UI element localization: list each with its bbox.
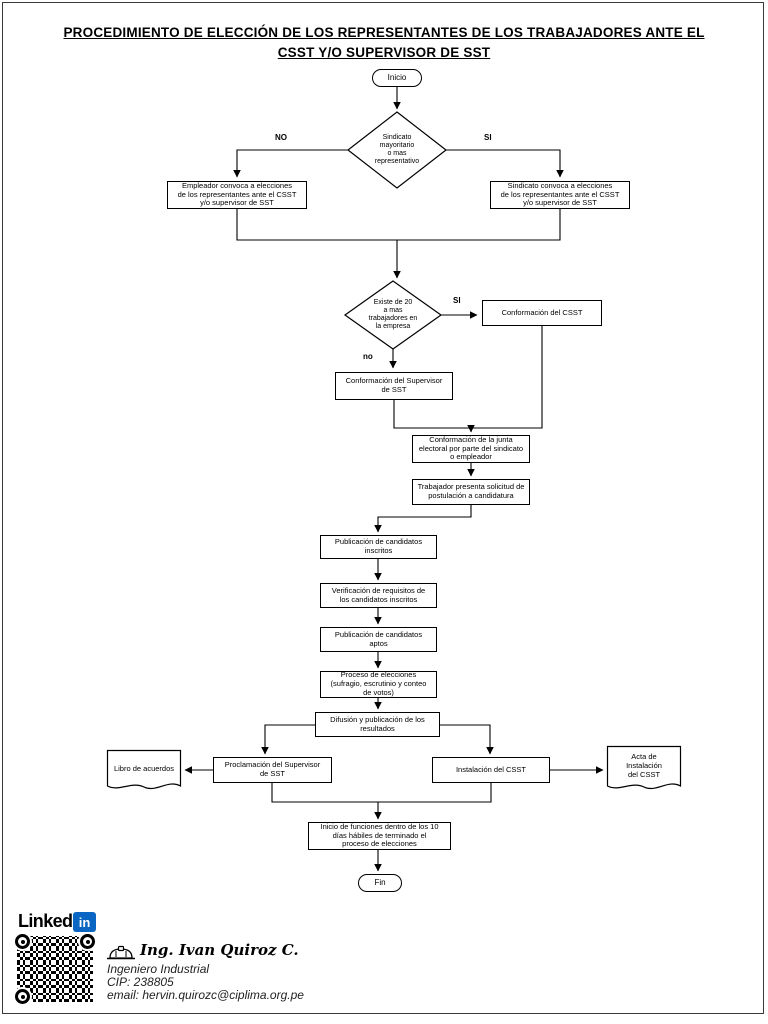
doc-acta-shape [606,745,682,789]
email-text: email: hervin.quirozc@ciplima.org.pe [107,988,304,1002]
linkedin-wordmark: Linked [18,911,73,931]
box-verificacion-requisitos: Verificación de requisitos de los candid… [320,583,437,608]
box-proceso-elecciones: Proceso de elecciones (sufragio, escruti… [320,671,437,698]
hard-hat-icon [107,945,135,960]
end-terminator: Fin [358,874,402,892]
branch-si2-label: SI [453,296,461,305]
linkedin-in-icon: in [73,912,96,932]
branch-no-label: NO [275,133,287,142]
box-publicacion-aptos: Publicación de candidatos aptos [320,627,437,652]
box-conformacion-csst: Conformación del CSST [482,300,602,326]
decision-trabajadores-diamond [343,280,443,350]
decision-sindicato-diamond [347,111,447,189]
branch-no2-label: no [363,352,373,361]
box-publicacion-inscritos: Publicación de candidatos inscritos [320,535,437,559]
box-instalacion-csst: Instalación del CSST [432,757,550,783]
doc-libro-shape [106,749,182,789]
qr-modules [17,936,93,1002]
qr-code [15,934,95,1004]
box-difusion-resultados: Difusión y publicación de los resultados [315,712,440,737]
qr-eye-top-left [15,934,30,949]
profession-text: Ingeniero Industrial [107,962,210,976]
box-inicio-funciones: Inicio de funciones dentro de los 10 día… [308,822,451,850]
box-proclamacion-supervisor: Proclamación del Supervisor de SST [213,757,332,783]
qr-eye-top-right [80,934,95,949]
box-junta-electoral: Conformación de la junta electoral por p… [412,435,530,463]
box-solicitud-postulacion: Trabajador presenta solicitud de postula… [412,479,530,505]
cip-number: CIP: 238805 [107,975,174,989]
start-terminator: Inicio [372,69,422,87]
signature-name: Ing. Ivan Quiroz C. [140,941,299,959]
doc-libro-label: Libro de acuerdos [113,763,175,773]
qr-eye-bottom-left [15,989,30,1004]
box-empleador-convoca: Empleador convoca a elecciones de los re… [167,181,307,209]
branch-si-label: SI [484,133,492,142]
decision-trabajadores-label: Existe de 20 a mas trabajadores en la em… [368,298,418,331]
doc-acta-label: Acta de Instalación del CSST [626,751,662,779]
page-title: PROCEDIMIENTO DE ELECCIÓN DE LOS REPRESE… [63,25,705,60]
box-sindicato-convoca: Sindicato convoca a elecciones de los re… [490,181,630,209]
decision-sindicato-label: Sindicato mayoritario o mas representati… [374,133,420,166]
box-conformacion-supervisor: Conformación del Supervisor de SST [335,372,453,400]
